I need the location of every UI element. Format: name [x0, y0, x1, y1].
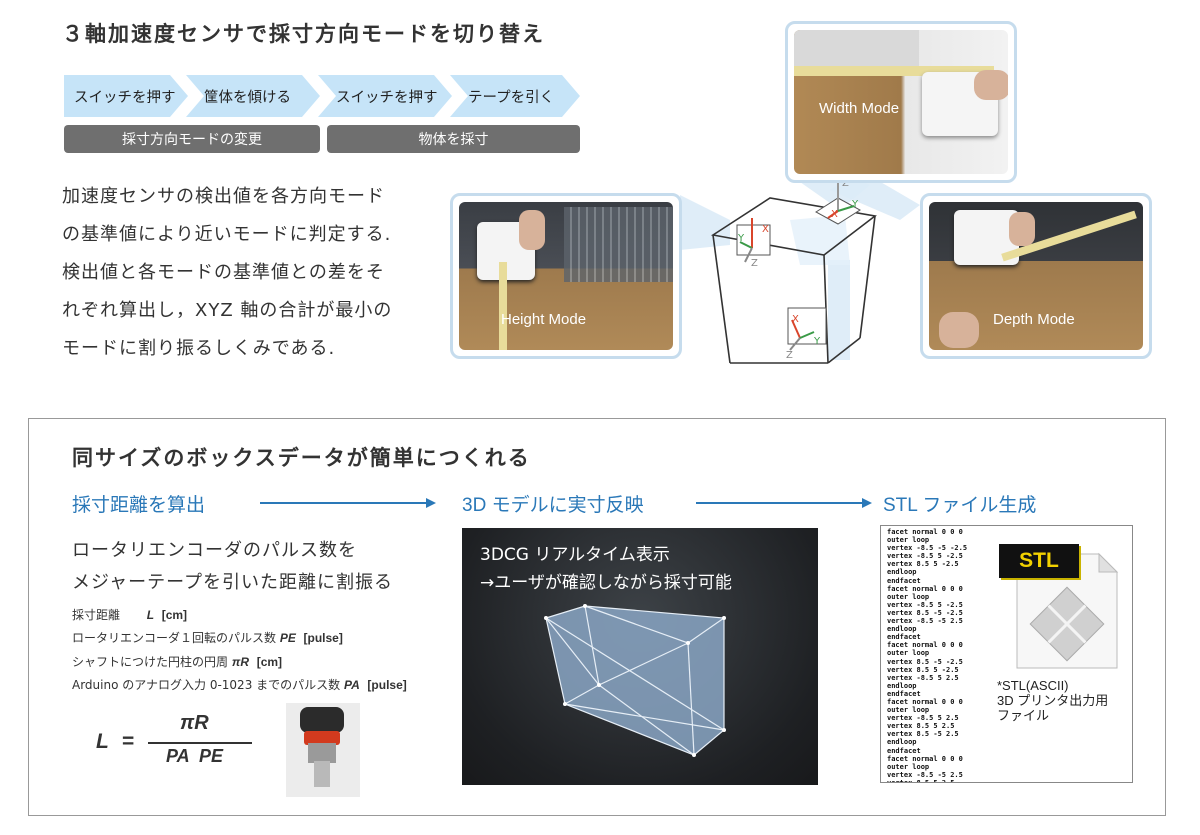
width-mode-label: Width Mode	[819, 100, 900, 117]
phase-mode-change: 採寸方向モードの変更	[64, 125, 320, 153]
mode-description: 加速度センサの検出値を各方向モード の基準値により近いモードに判定する. 検出値…	[62, 186, 393, 359]
stl-code-line: endloop	[887, 568, 917, 577]
step-press-switch-2: スイッチを押す	[318, 75, 452, 117]
svg-text:X: X	[792, 314, 799, 325]
svg-text:X: X	[762, 224, 769, 235]
axes-left-icon: X Y Z	[736, 218, 771, 269]
stl-code-line: vertex -8.5 -5 2.5	[887, 770, 963, 779]
stl-code-line: outer loop	[887, 649, 930, 658]
stl-code-line: vertex -8.5 5 2.5	[887, 714, 959, 723]
stl-code-line: facet normal 0 0 0	[887, 697, 963, 706]
stl-code-line: outer loop	[887, 592, 930, 601]
flow-arrow-1	[260, 498, 436, 508]
stl-code-line: endfacet	[887, 689, 921, 698]
stl-code-line: vertex 8.5 5 -2.5	[887, 560, 959, 569]
svg-text:Y: Y	[851, 199, 859, 210]
stl-code-line: endfacet	[887, 576, 921, 585]
svg-text:Z: Z	[751, 258, 758, 269]
stl-code-line: facet normal 0 0 0	[887, 754, 963, 763]
step-pull-tape: テープを引く	[450, 75, 580, 117]
svg-text:Y: Y	[813, 336, 821, 347]
stl-file-icon: STL	[999, 538, 1121, 672]
svg-text:Z: Z	[786, 350, 793, 361]
stl-code-line: facet normal 0 0 0	[887, 641, 963, 650]
stl-code-line: vertex 8.5 -5 2.5	[887, 730, 959, 739]
stl-code-line: vertex -8.5 -5 2.5	[887, 617, 963, 626]
phase-measure-object: 物体を採寸	[327, 125, 580, 153]
svg-text:Z: Z	[842, 178, 849, 189]
flow-step-generate-stl: STL ファイル生成	[883, 495, 1037, 516]
photo-depth-mode: Depth Mode	[920, 193, 1152, 359]
distance-formula: L = πR PA PE	[96, 712, 266, 776]
step-tilt-housing: 筐体を傾ける	[186, 75, 320, 117]
axes-front-icon: X Y Z	[786, 307, 827, 361]
section-title-mode-switch: ３軸加速度センサで採寸方向モードを切り替え	[62, 22, 545, 46]
stl-code-line: facet normal 0 0 0	[887, 528, 963, 536]
variable-pir: シャフトにつけた円柱の円周 πR [cm]	[72, 655, 283, 669]
svg-text:Y: Y	[737, 233, 745, 244]
stl-code-line: vertex -8.5 5 -2.5	[887, 600, 963, 609]
photo-height-mode: Height Mode	[450, 193, 682, 359]
cube-mode-diagram: X Y Z X Y Z X Y Z	[680, 170, 920, 364]
variable-pe: ロータリエンコーダ１回転のパルス数 PE [pulse]	[72, 631, 343, 645]
stl-code-line: endloop	[887, 681, 917, 690]
3dcg-preview: 3DCG リアルタイム表示 →ユーザが確認しながら採寸可能	[462, 528, 818, 785]
stl-code-line: outer loop	[887, 536, 930, 545]
stl-code-line: outer loop	[887, 762, 930, 771]
step-press-switch-1: スイッチを押す	[64, 75, 188, 117]
stl-code-line: vertex -8.5 5 -2.5	[887, 552, 963, 561]
stl-badge-text: STL	[1019, 549, 1059, 572]
depth-mode-label: Depth Mode	[993, 311, 1075, 328]
stl-code-line: facet normal 0 0 0	[887, 584, 963, 593]
flow-step-calc-distance: 採寸距離を算出	[72, 495, 206, 516]
flow-arrow-2	[696, 498, 872, 508]
rotary-encoder-photo	[286, 703, 360, 797]
flow-step-apply-model: 3D モデルに実寸反映	[462, 495, 644, 516]
stl-code-line: vertex 8.5 -5 -2.5	[887, 608, 963, 617]
section-title-box-data: 同サイズのボックスデータが簡単につくれる	[72, 446, 531, 470]
stl-note: *STL(ASCII) 3D プリンタ出力用 ファイル	[997, 678, 1109, 723]
stl-code-line: endloop	[887, 625, 917, 634]
wireframe-box-model	[544, 604, 726, 757]
stl-code-line: vertex 8.5 5 -2.5	[887, 665, 959, 674]
stl-code-line: vertex -8.5 5 2.5	[887, 673, 959, 682]
svg-text:X: X	[831, 209, 838, 220]
stl-code-line: outer loop	[887, 706, 930, 715]
stl-code-line: endfacet	[887, 746, 921, 755]
stl-code-line: vertex 8.5 5 2.5	[887, 778, 955, 783]
encoder-description: ロータリエンコーダのパルス数を メジャーテープを引いた距離に割振る	[72, 540, 394, 593]
variable-l: 採寸距離 L [cm]	[72, 608, 188, 622]
stl-code-line: vertex -8.5 -5 -2.5	[887, 544, 968, 553]
variable-pa: Arduino のアナログ入力 0-1023 までのパルス数 PA [pulse…	[72, 678, 407, 692]
stl-code-line: vertex 8.5 -5 -2.5	[887, 657, 963, 666]
stl-code-line: endfacet	[887, 633, 921, 642]
stl-code-line: vertex 8.5 5 2.5	[887, 722, 955, 731]
photo-width-mode: Width Mode	[785, 21, 1017, 183]
height-mode-label: Height Mode	[501, 311, 587, 328]
stl-code-line: endloop	[887, 738, 917, 747]
